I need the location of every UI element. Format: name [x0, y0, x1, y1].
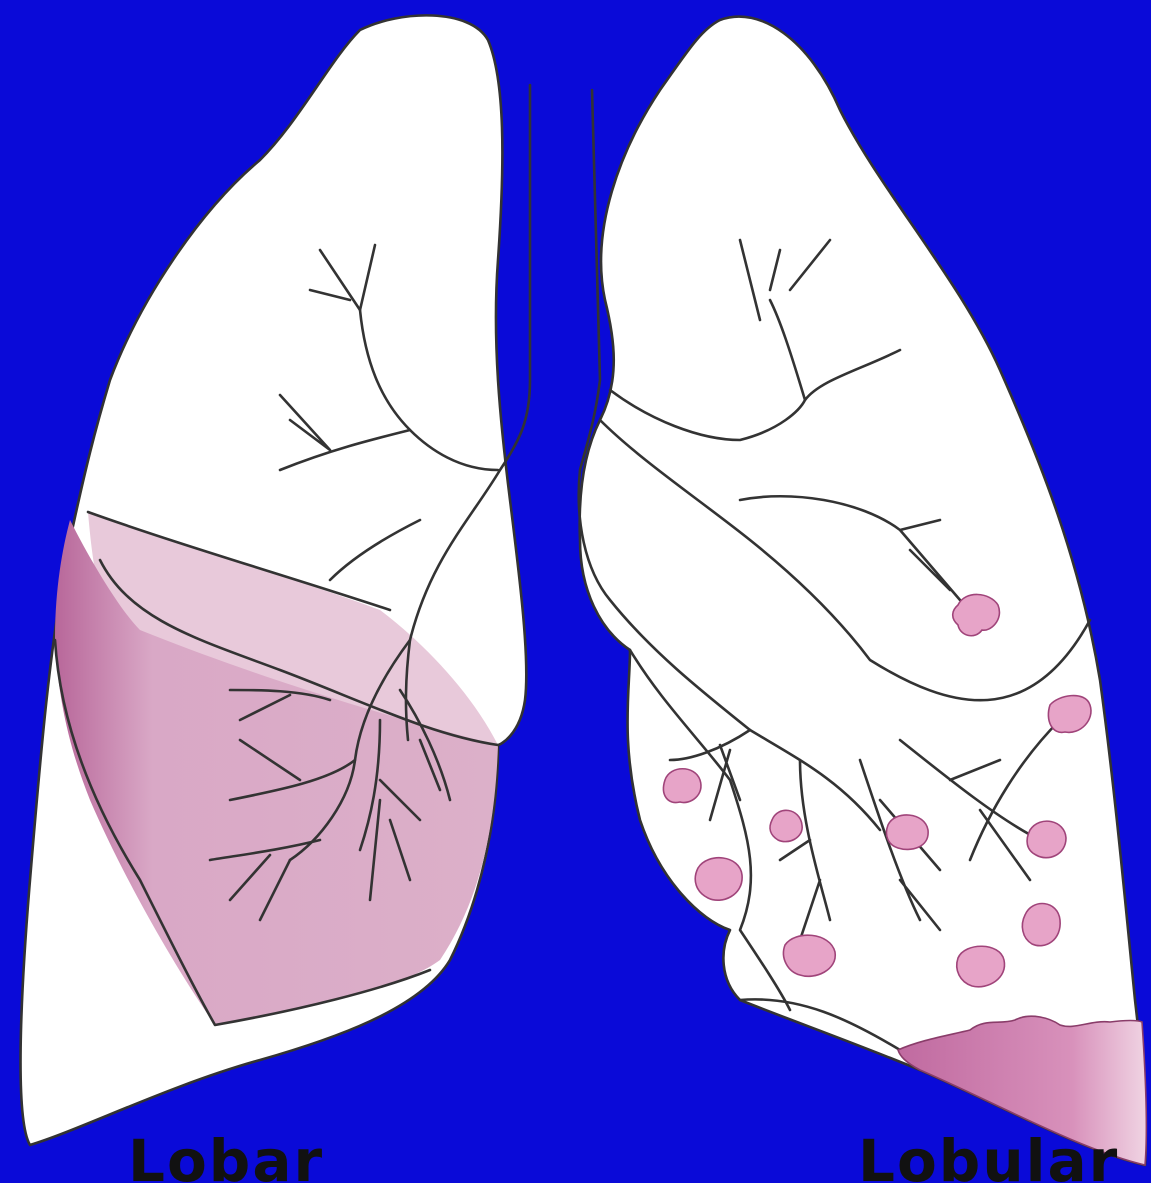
right-lung-outline: [580, 17, 1146, 1165]
lobular-patch: [1022, 904, 1060, 946]
lobular-label: Lobular: [858, 1132, 1119, 1183]
lobar-label: Lobar: [128, 1132, 324, 1183]
lobular-patch: [886, 815, 928, 849]
lobular-patch: [957, 946, 1005, 987]
lobular-patch: [783, 935, 835, 976]
lobular-patch: [695, 858, 742, 900]
lobular-patch: [663, 769, 701, 803]
lobular-patch: [770, 810, 802, 841]
left-lung-lobar: [21, 15, 530, 1145]
lobular-patch: [1027, 821, 1066, 858]
right-lung-lobular: [579, 17, 1147, 1165]
